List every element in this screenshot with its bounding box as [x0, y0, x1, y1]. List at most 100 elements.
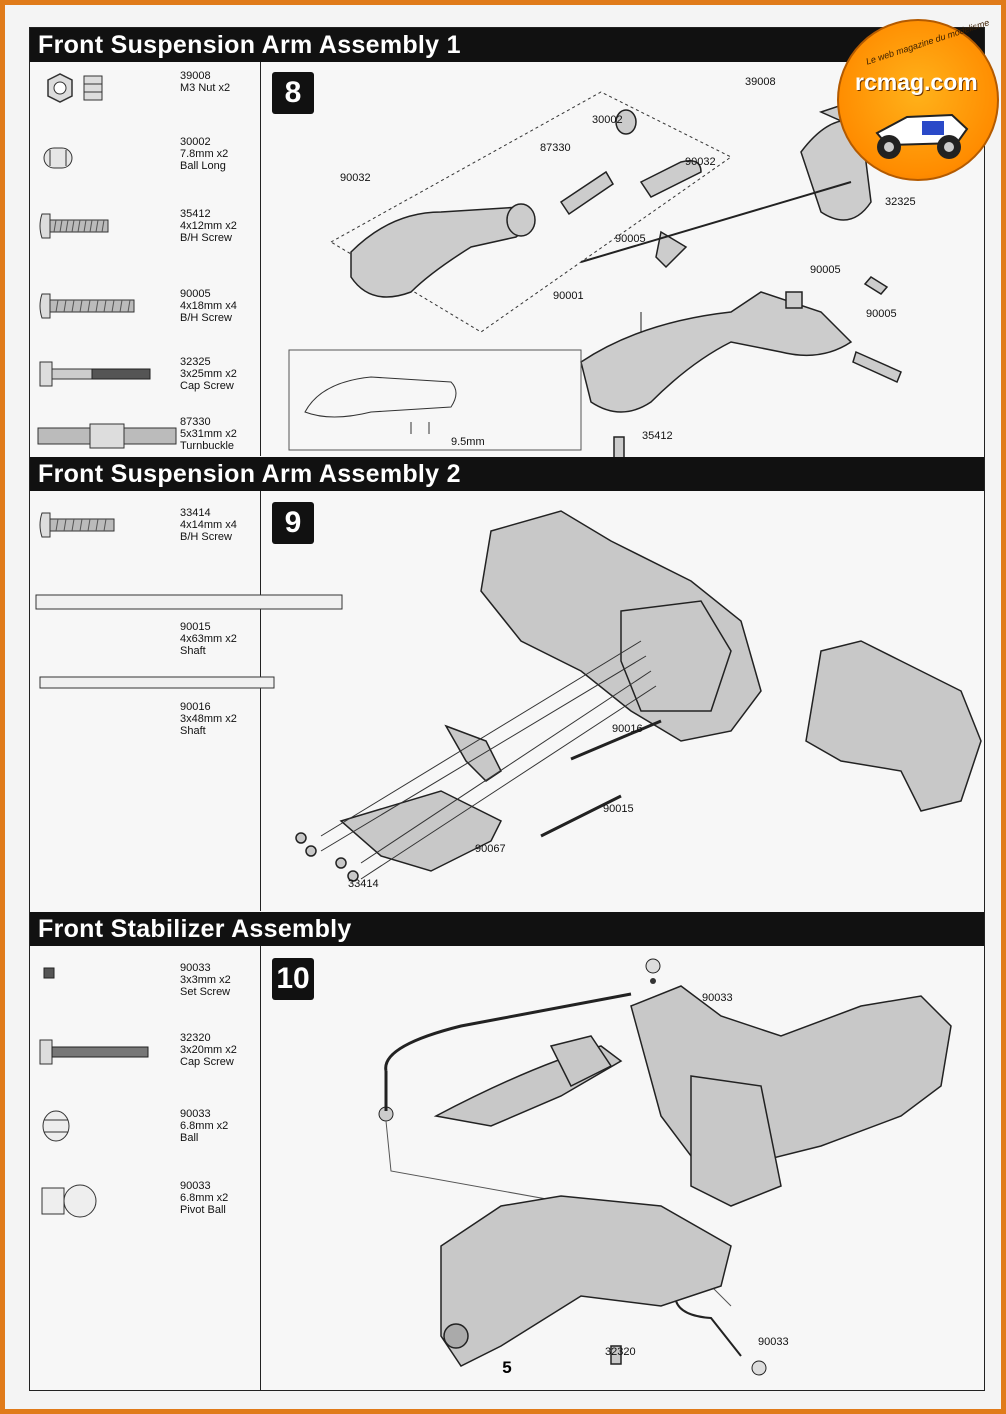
- nut-icon: [47, 73, 103, 103]
- parts-list-1: 39008 M3 Nut x2 30002 7.8mm x2 Ball Long: [30, 62, 261, 456]
- part-item: 90033 3x3mm x2 Set Screw: [30, 958, 260, 1018]
- step-9-exploded-diagram: [295, 510, 982, 882]
- step-8-exploded-diagram: [288, 91, 902, 460]
- part-item: 35412 4x12mm x2 B/H Screw: [30, 204, 260, 264]
- part-type: Cap Screw: [180, 380, 234, 392]
- section-header-1: Front Suspension Arm Assembly 1: [30, 28, 984, 62]
- cap-screw-icon: [39, 1039, 149, 1065]
- part-type: Shaft: [180, 725, 206, 737]
- part-item: 87330 5x31mm x2 Turnbuckle: [30, 412, 260, 472]
- part-size: 4x18mm x4: [180, 300, 237, 312]
- part-item: 30002 7.8mm x2 Ball Long: [30, 132, 260, 192]
- part-size: 4x14mm x4: [180, 519, 237, 531]
- part-size: 3x48mm x2: [180, 713, 237, 725]
- part-type: Cap Screw: [180, 1056, 234, 1068]
- screw-icon: [39, 512, 115, 538]
- part-code: 30002: [180, 136, 211, 148]
- callout-label: 90005: [810, 264, 841, 276]
- part-type: B/H Screw: [180, 312, 232, 324]
- callout-label: 90033: [758, 1336, 789, 1348]
- part-size: 6.8mm x2: [180, 1192, 229, 1204]
- callout-label: 30002: [592, 114, 623, 126]
- ball-icon: [42, 1110, 70, 1142]
- parts-list-3: 90033 3x3mm x2 Set Screw 32320 3x20mm x2…: [30, 946, 261, 1390]
- dimension-label: 9.5mm: [451, 436, 485, 448]
- step-number-9: 9: [272, 502, 314, 544]
- step-number-8: 8: [272, 72, 314, 114]
- logo-site: rcmag.com: [855, 69, 978, 95]
- part-code: 35412: [180, 208, 211, 220]
- part-size: M3 Nut x2: [180, 82, 231, 94]
- logo-tagline: Le web magazine du modelisme: [864, 17, 991, 67]
- callout-label: 90032: [340, 172, 371, 184]
- shaft-icon: [39, 676, 275, 689]
- step-10-exploded-diagram: [378, 958, 952, 1376]
- rcmag-logo: Le web magazine du modelisme rcmag.com: [837, 17, 999, 181]
- pivot-ball-icon: [41, 1184, 97, 1218]
- part-code: 90015: [180, 621, 211, 633]
- part-item: 32320 3x20mm x2 Cap Screw: [30, 1028, 260, 1088]
- part-code: 90033: [180, 1108, 211, 1120]
- section-title-1: Front Suspension Arm Assembly 1: [38, 31, 461, 59]
- part-type: Pivot Ball: [180, 1204, 226, 1216]
- screw-icon: [39, 293, 135, 319]
- callout-label: 90016: [612, 723, 643, 735]
- turnbuckle-icon: [37, 423, 177, 449]
- callout-label: 90067: [475, 843, 506, 855]
- part-size: 3x20mm x2: [180, 1044, 237, 1056]
- callout-label: 87330: [540, 142, 571, 154]
- part-type: Shaft: [180, 645, 206, 657]
- callout-label: 39008: [745, 76, 776, 88]
- cap-screw-icon: [39, 361, 151, 387]
- callout-label: 35412: [642, 430, 673, 442]
- parts-list-2: 33414 4x14mm x4 B/H Screw 90015 4x63mm x…: [30, 491, 343, 911]
- part-type: Ball: [180, 1132, 199, 1144]
- section-title-3: Front Stabilizer Assembly: [38, 915, 352, 943]
- part-type: Ball Long: [180, 160, 226, 172]
- section-header-3: Front Stabilizer Assembly: [30, 912, 984, 946]
- part-type: B/H Screw: [180, 232, 232, 244]
- part-code: 87330: [180, 416, 211, 428]
- part-code: 32325: [180, 356, 211, 368]
- callout-label: 32325: [885, 196, 916, 208]
- callout-label: 90001: [553, 290, 584, 302]
- callout-label: 90005: [866, 308, 897, 320]
- part-size: 4x12mm x2: [180, 220, 237, 232]
- rc-car-icon: [875, 113, 969, 159]
- part-size: 5x31mm x2: [180, 428, 237, 440]
- callout-label: 90005: [615, 233, 646, 245]
- part-type: Turnbuckle: [180, 440, 235, 452]
- page-number: 5: [502, 1358, 512, 1377]
- part-code: 90016: [180, 701, 211, 713]
- part-type: Set Screw: [180, 986, 231, 998]
- part-size: 4x63mm x2: [180, 633, 237, 645]
- section-title-2: Front Suspension Arm Assembly 2: [38, 460, 461, 488]
- part-size: 3x3mm x2: [180, 974, 231, 986]
- part-type: B/H Screw: [180, 531, 232, 543]
- part-item: 90015 4x63mm x2 Shaft: [30, 617, 260, 677]
- set-screw-icon: [43, 967, 55, 979]
- part-item: 33414 4x14mm x4 B/H Screw: [30, 503, 260, 563]
- step-number-10: 10: [272, 958, 314, 1000]
- manual-sheet: Front Suspension Arm Assembly 1 39008 M3…: [29, 27, 985, 1391]
- shaft-icon: [35, 594, 343, 610]
- section-header-2: Front Suspension Arm Assembly 2: [30, 457, 984, 491]
- part-code: 90033: [180, 962, 211, 974]
- part-size: 7.8mm x2: [180, 148, 229, 160]
- part-item: 39008 M3 Nut x2: [30, 66, 260, 126]
- part-item: 90016 3x48mm x2 Shaft: [30, 697, 260, 757]
- part-size: 6.8mm x2: [180, 1120, 229, 1132]
- part-code: 90005: [180, 288, 211, 300]
- part-item: 90033 6.8mm x2 Ball: [30, 1104, 260, 1164]
- ball-long-icon: [43, 147, 73, 169]
- part-item: 90033 6.8mm x2 Pivot Ball: [30, 1176, 260, 1236]
- part-item: 32325 3x25mm x2 Cap Screw: [30, 352, 260, 412]
- callout-label: 90015: [603, 803, 634, 815]
- callout-label: 90033: [702, 992, 733, 1004]
- part-code: 32320: [180, 1032, 211, 1044]
- part-item: 90005 4x18mm x4 B/H Screw: [30, 284, 260, 344]
- screw-icon: [39, 213, 109, 239]
- callout-label: 32320: [605, 1346, 636, 1358]
- part-size: 3x25mm x2: [180, 368, 237, 380]
